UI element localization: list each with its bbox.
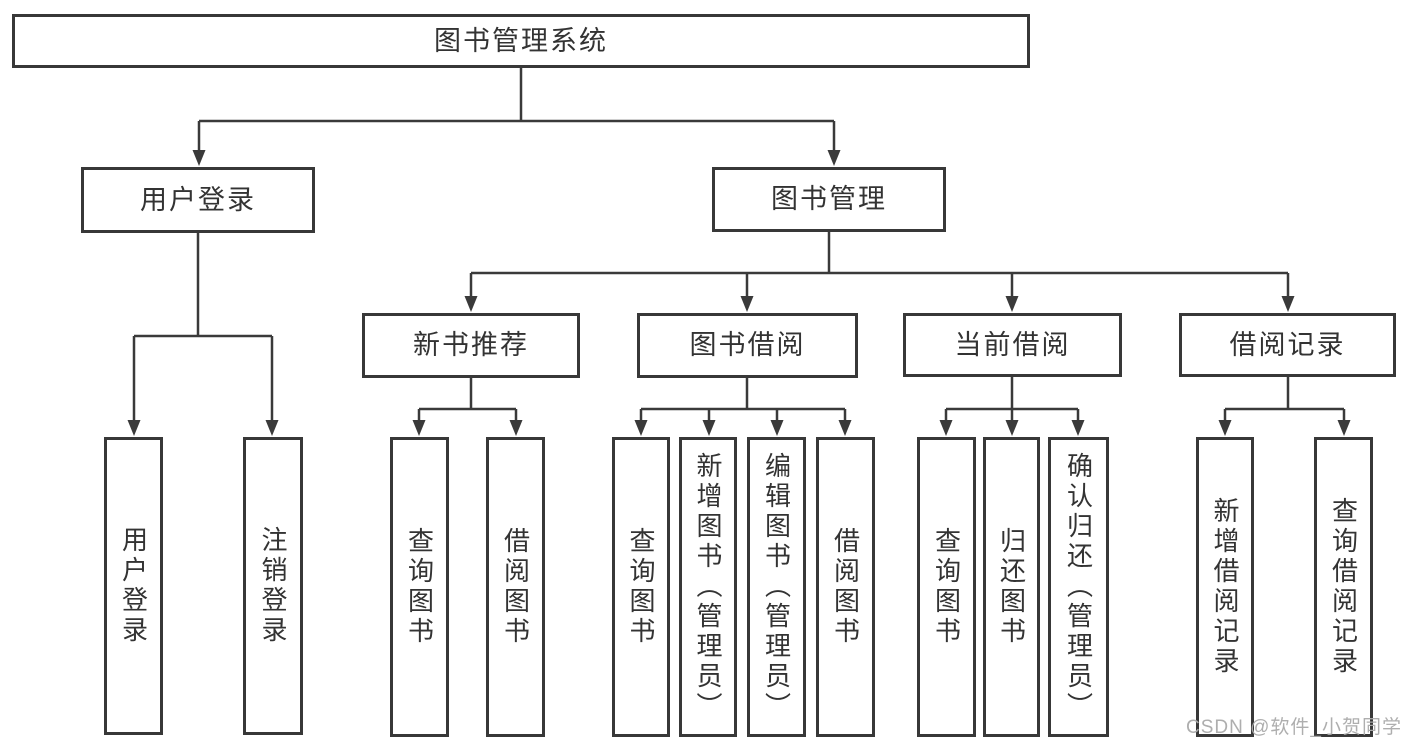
arrowhead-icon — [1005, 420, 1019, 436]
node-borrow-records: 借阅记录 — [1179, 313, 1396, 377]
node-label: 借阅记录 — [1229, 329, 1346, 360]
node-label: 新增图书（管理员） — [693, 452, 723, 722]
node-user-login-group: 用户登录 — [81, 167, 315, 233]
node-label: 确认归还（管理员） — [1063, 452, 1094, 722]
node-label: 借阅图书 — [500, 527, 531, 647]
arrowhead-icon — [127, 420, 141, 436]
node-label: 图书管理系统 — [434, 25, 608, 56]
node-label: 注销登录 — [258, 526, 288, 646]
leaf-user-login: 用户登录 — [104, 437, 163, 735]
arrowhead-icon — [634, 420, 648, 436]
arrowhead-icon — [1071, 420, 1085, 436]
arrowhead-icon — [192, 150, 206, 166]
leaf-query-books-current: 查询图书 — [917, 437, 976, 737]
node-label: 图书借阅 — [689, 330, 806, 360]
leaf-logout: 注销登录 — [243, 437, 303, 735]
node-label: 用户登录 — [140, 184, 256, 215]
leaf-query-books-borrow: 查询图书 — [612, 437, 670, 737]
node-current-borrow: 当前借阅 — [903, 313, 1122, 377]
connector-new-book-to-leaves — [417, 378, 518, 422]
arrowhead-icon — [1337, 420, 1351, 436]
node-label: 借阅图书 — [830, 527, 861, 647]
leaf-confirm-return-admin: 确认归还（管理员） — [1048, 437, 1109, 737]
arrowhead-icon — [770, 420, 784, 436]
leaf-borrow-books-recommend: 借阅图书 — [486, 437, 545, 737]
arrowhead-icon — [464, 296, 478, 312]
arrowhead-group — [127, 150, 1351, 436]
csdn-watermark: CSDN @软件_小贺同学 — [1186, 717, 1402, 738]
connector-borrow-records-to-leaves — [1223, 377, 1346, 422]
arrowhead-icon — [939, 420, 953, 436]
arrowhead-icon — [1218, 420, 1232, 436]
arrowhead-icon — [1005, 296, 1019, 312]
connector-book-management-to-level3 — [469, 232, 1290, 298]
arrowhead-icon — [827, 150, 841, 166]
node-label: 编辑图书（管理员） — [761, 452, 792, 722]
connector-root-to-level2 — [197, 68, 836, 152]
node-label: 归还图书 — [996, 527, 1027, 647]
arrowhead-icon — [702, 420, 716, 436]
node-label: 当前借阅 — [954, 329, 1071, 360]
arrowhead-icon — [265, 420, 279, 436]
leaf-edit-book-admin: 编辑图书（管理员） — [747, 437, 806, 737]
node-book-management: 图书管理 — [712, 167, 946, 232]
node-library-system: 图书管理系统 — [12, 14, 1030, 68]
node-label: 查询图书 — [626, 527, 656, 647]
leaf-return-book: 归还图书 — [983, 437, 1040, 737]
node-book-borrow: 图书借阅 — [637, 313, 858, 378]
node-label: 新书推荐 — [413, 330, 529, 360]
connector-book-borrow-to-leaves — [639, 378, 847, 422]
connector-current-borrow-to-leaves — [944, 377, 1080, 422]
node-label: 查询图书 — [404, 527, 435, 647]
arrowhead-icon — [412, 420, 426, 436]
node-label: 查询借阅记录 — [1328, 497, 1359, 677]
node-label: 查询图书 — [931, 527, 962, 647]
arrowhead-icon — [1281, 296, 1295, 312]
arrowhead-icon — [740, 296, 754, 312]
leaf-add-book-admin: 新增图书（管理员） — [679, 437, 737, 737]
arrowhead-icon — [838, 420, 852, 436]
node-label: 用户登录 — [118, 526, 149, 646]
leaf-borrow-books: 借阅图书 — [816, 437, 875, 737]
leaf-add-borrow-record: 新增借阅记录 — [1196, 437, 1254, 737]
connector-user-login-to-leaves — [132, 233, 274, 422]
leaf-query-borrow-record: 查询借阅记录 — [1314, 437, 1373, 737]
node-label: 新增借阅记录 — [1210, 497, 1240, 677]
leaf-query-books-recommend: 查询图书 — [390, 437, 449, 737]
node-label: 图书管理 — [771, 184, 887, 214]
arrowhead-icon — [509, 420, 523, 436]
node-new-book-recommend: 新书推荐 — [362, 313, 580, 378]
